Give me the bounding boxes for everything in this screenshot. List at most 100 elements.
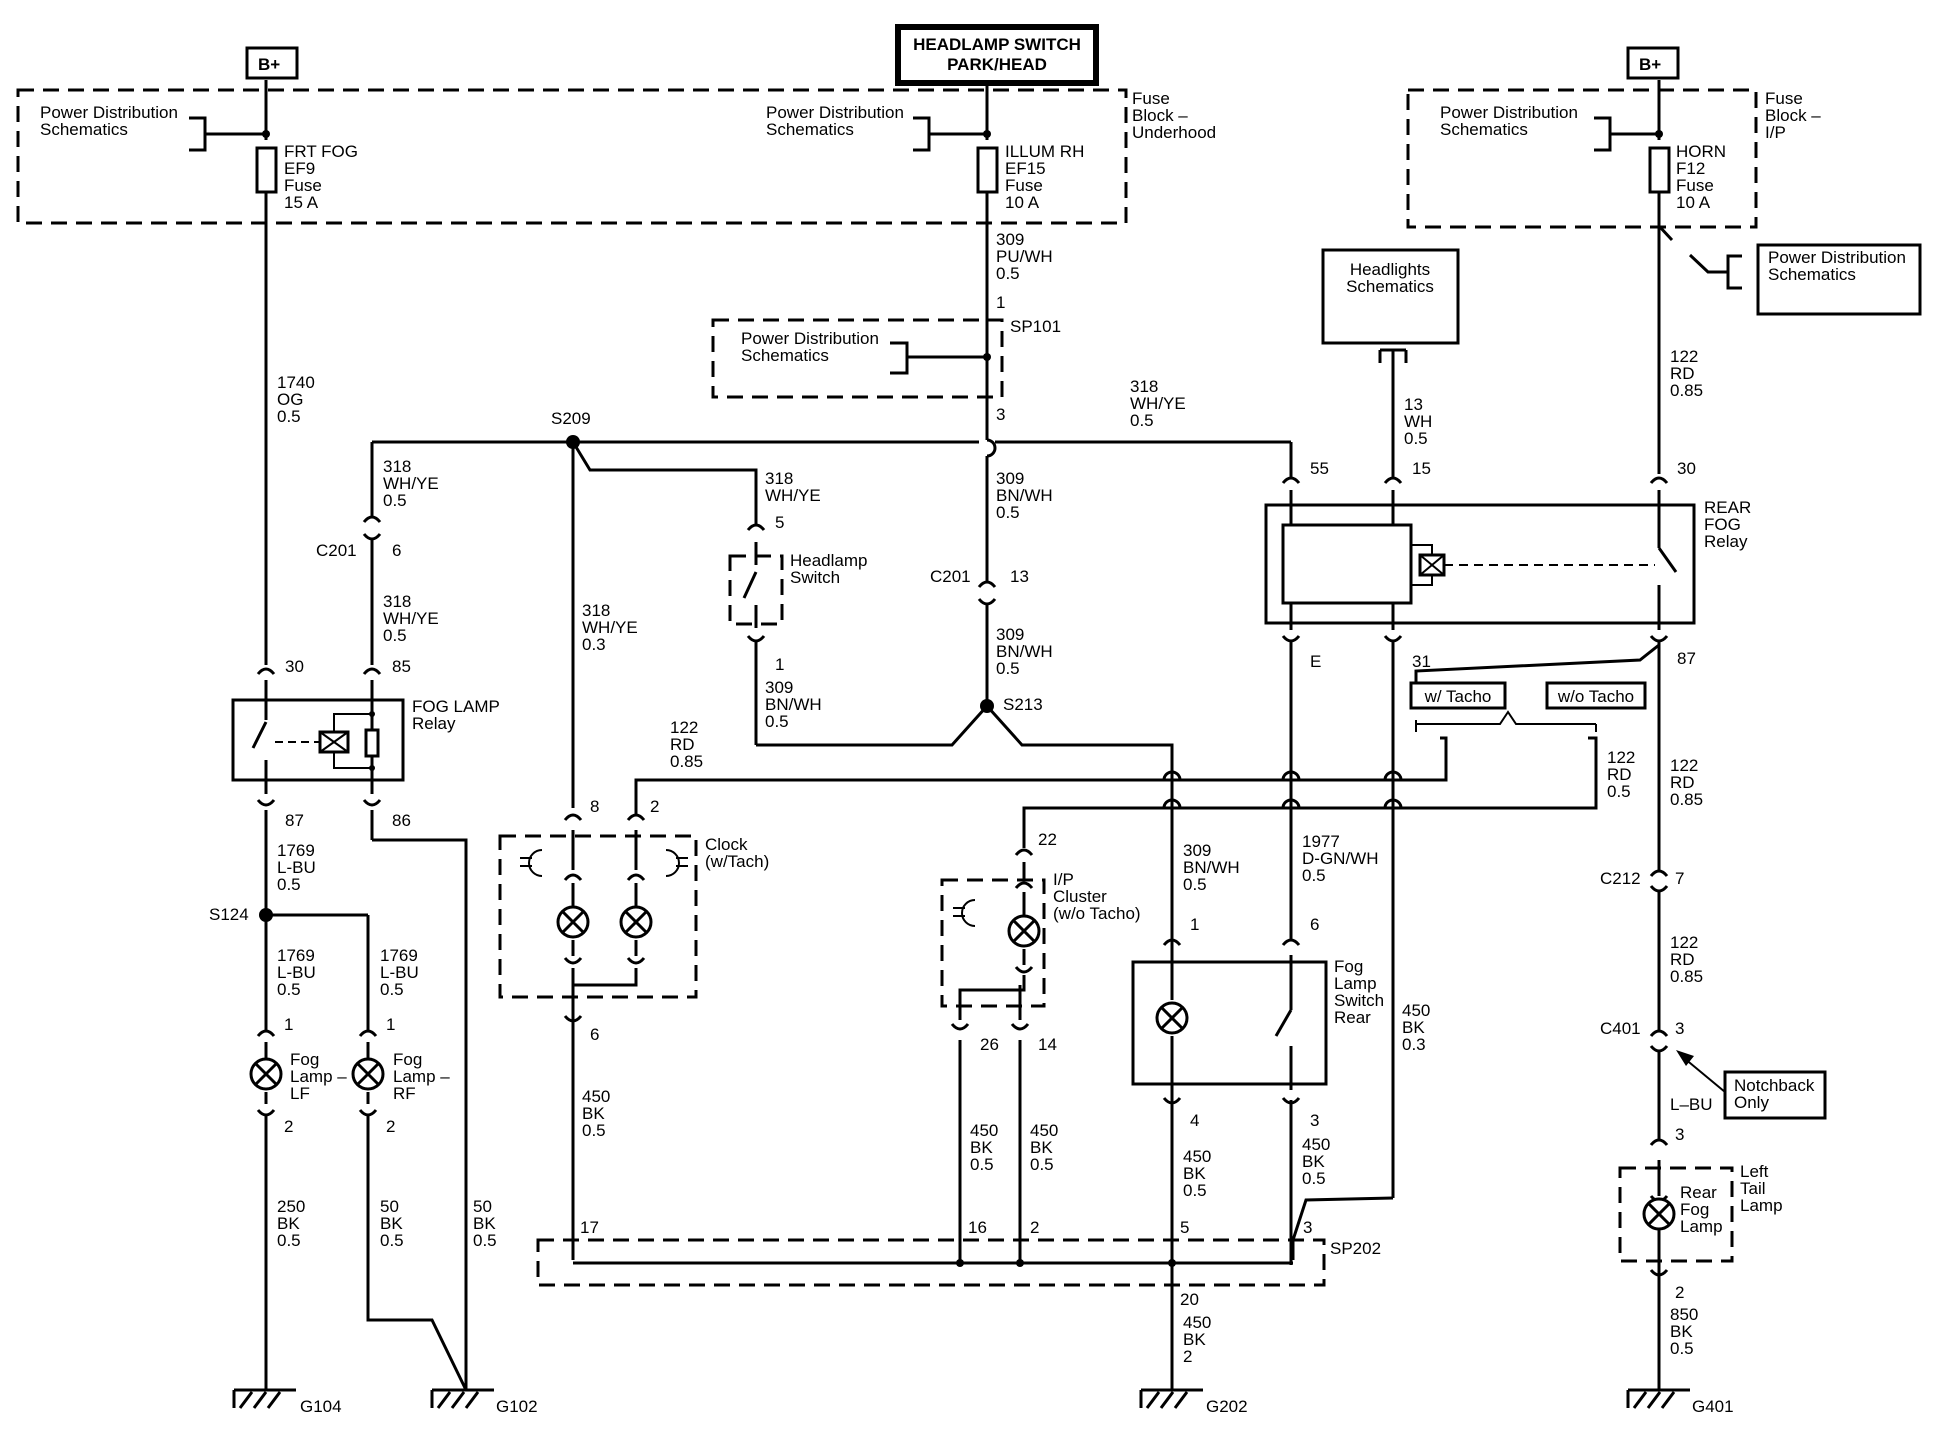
svg-text:30: 30 [285,657,304,676]
pin-1-sp101: 1 [996,293,1005,312]
bplus-right-label: B+ [1639,55,1661,74]
svg-text:55: 55 [1310,459,1329,478]
fog-lamp-switch-rear[interactable] [1131,955,1328,1090]
svg-text:E: E [1310,652,1321,671]
svg-text:5: 5 [775,513,784,532]
fuse-frt-fog [255,146,278,194]
clock-label: Clock(w/Tach) [705,835,769,871]
svg-text:L–BU: L–BU [1670,1095,1713,1114]
fog-lamp-relay [231,680,405,794]
pin-labels: 6 13 30 85 87 86 5 1 55 15 30 E 31 87 8 … [284,459,1696,1309]
svg-text:6: 6 [392,541,401,560]
svg-text:2: 2 [650,797,659,816]
splice-s124 [259,908,273,922]
sp101-label: SP101 [1010,317,1061,336]
splice-sp202-c [1168,1259,1176,1267]
ground-g202 [1139,1388,1203,1409]
s209-label: S209 [551,409,591,428]
ground-g401 [1626,1388,1690,1409]
svg-text:6: 6 [1310,915,1319,934]
wire-pd-right-tap [1657,224,1674,242]
fuse-horn [1648,146,1671,194]
splice-s213 [980,699,994,713]
svg-text:3: 3 [1675,1019,1684,1038]
svg-text:1: 1 [386,1015,395,1034]
splice-sp202-a [956,1259,964,1267]
w-tacho-box [1409,681,1507,710]
svg-text:30: 30 [1677,459,1696,478]
fog-lamp-rf [351,1042,385,1104]
splice-s209 [566,435,580,449]
svg-text:7: 7 [1675,869,1684,888]
bplus-left-box [245,46,299,80]
ground-g104-label: G104 [300,1397,342,1416]
notchback-box [1723,1070,1827,1120]
wo-tacho-box [1545,681,1647,710]
svg-text:20: 20 [1180,1290,1199,1309]
c401-label: C401 [1600,1019,1641,1038]
fuse-block-underhood [16,88,1128,225]
svg-text:6: 6 [590,1025,599,1044]
svg-text:86: 86 [392,811,411,830]
svg-text:22: 22 [1038,830,1057,849]
svg-text:5: 5 [1180,1218,1189,1237]
svg-text:3: 3 [1303,1218,1312,1237]
wire-crossings [1162,770,1403,809]
s213-label: S213 [1003,695,1043,714]
fog-lamp-lf [249,1042,283,1104]
sp202-label: SP202 [1330,1239,1381,1258]
splice-sp202-b [1016,1259,1024,1267]
svg-text:2: 2 [1675,1283,1684,1302]
pin-3-sp101: 3 [996,405,1005,424]
rear-fog-relay [1264,490,1696,630]
rear-fog-lamp [1618,1160,1734,1277]
svg-text:4: 4 [1190,1111,1199,1130]
s124-label: S124 [209,905,249,924]
headlamp-switch[interactable] [728,542,784,628]
sp202-box [536,1238,1326,1287]
svg-text:2: 2 [284,1117,293,1136]
svg-text:2: 2 [386,1117,395,1136]
w-tacho-label: w/ Tacho [1424,687,1492,706]
svg-text:17: 17 [580,1218,599,1237]
